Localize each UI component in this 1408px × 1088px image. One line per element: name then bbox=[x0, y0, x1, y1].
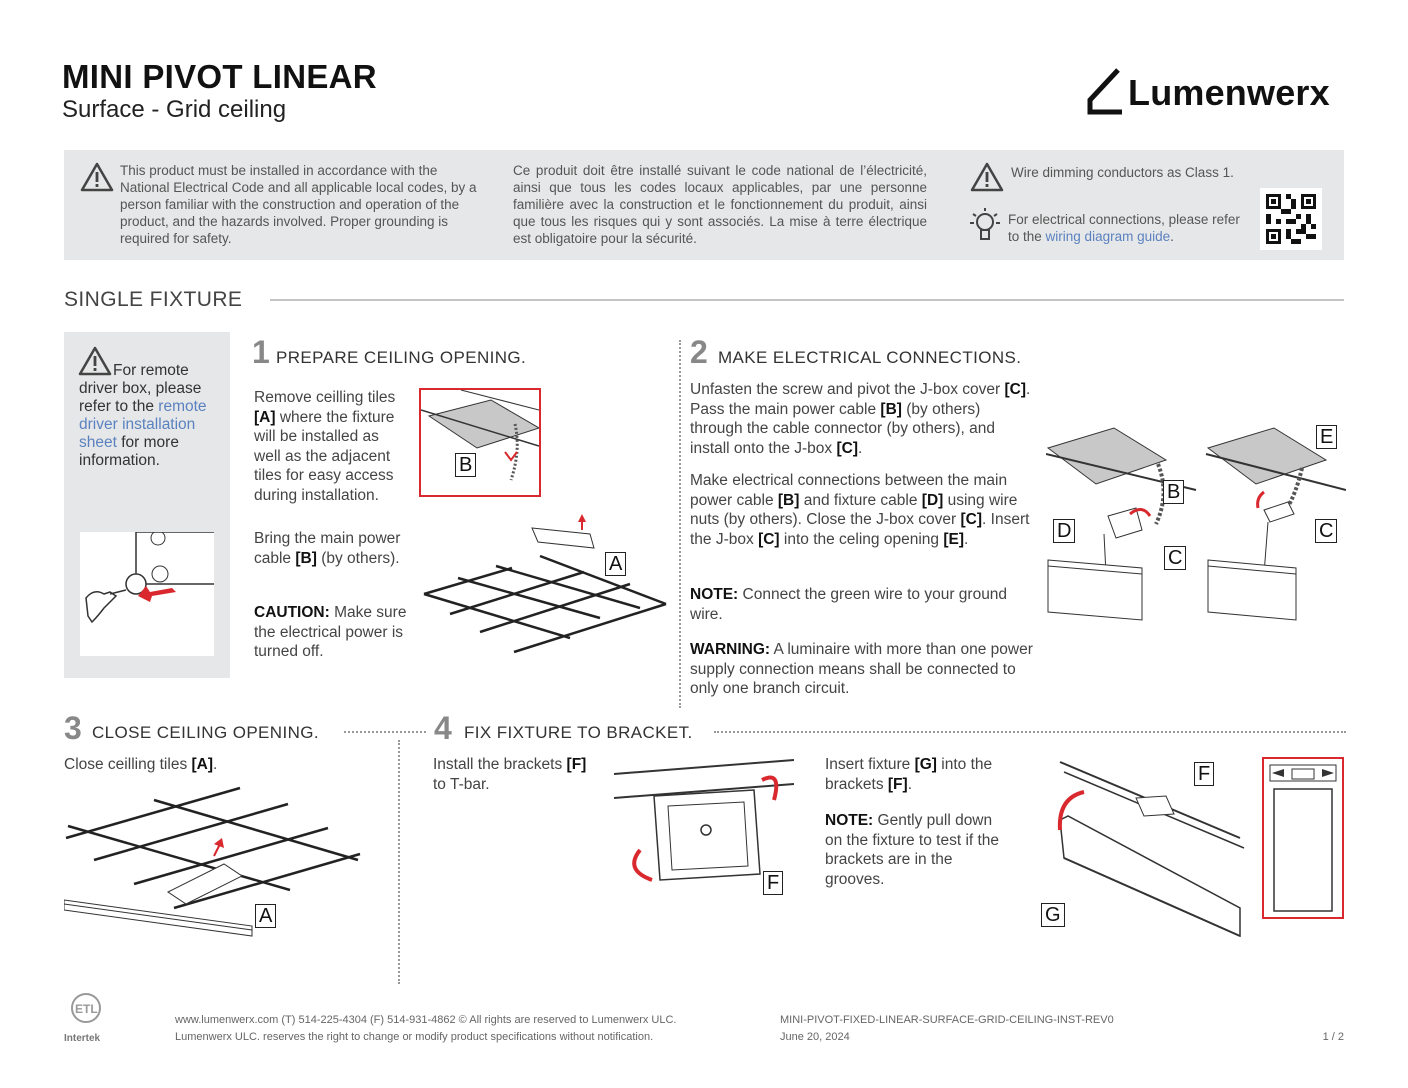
ceiling-tile-detail-drawing bbox=[420, 389, 541, 481]
note-text: Gently pull down on the fixture to test … bbox=[825, 812, 1000, 888]
close-ceiling-drawing bbox=[64, 786, 361, 937]
wiring-diagram-link[interactable]: wiring diagram guide bbox=[1045, 229, 1171, 244]
label-a: A bbox=[255, 904, 277, 928]
step-2-text-1: Unfasten the screw and pivot the J-box c… bbox=[690, 381, 1031, 457]
label-f: F bbox=[763, 871, 784, 895]
safety-notice: This product must be installed in accord… bbox=[64, 150, 1344, 260]
section-divider bbox=[270, 299, 1344, 301]
bracket-install-drawing bbox=[614, 759, 794, 882]
step-3-title: CLOSE CEILING OPENING. bbox=[92, 723, 320, 742]
note-label: NOTE: bbox=[690, 586, 739, 603]
step-4-number: 4 bbox=[434, 710, 452, 746]
step-4-note: NOTE: Gently pull down on the fixture to… bbox=[825, 811, 1005, 889]
document-date: June 20, 2024 bbox=[780, 1031, 850, 1043]
warning-icon bbox=[78, 346, 112, 376]
cert-name: Intertek bbox=[64, 1033, 101, 1044]
warning-label: WARNING: bbox=[690, 641, 771, 658]
footer-contact: www.lumenwerx.com (T) 514-225-4304 (F) 5… bbox=[175, 1014, 677, 1026]
step-3-number: 3 bbox=[64, 710, 82, 746]
label-f: F bbox=[1194, 762, 1215, 786]
step-4-text-1: Install the brackets [F] to T-bar. bbox=[433, 756, 587, 793]
document-title: MINI PIVOT LINEAR bbox=[62, 58, 377, 95]
warning-icon bbox=[970, 162, 1004, 192]
step-1-caution: CAUTION: Make sure the electrical power … bbox=[254, 603, 416, 662]
row-divider bbox=[714, 731, 1346, 733]
label-a: A bbox=[605, 552, 627, 576]
bracket-detail-drawing bbox=[1269, 764, 1337, 912]
document-subtitle: Surface - Grid ceiling bbox=[62, 96, 287, 123]
step-divider bbox=[679, 340, 681, 708]
note-label: NOTE: bbox=[825, 812, 874, 829]
dimming-note: Wire dimming conductors as Class 1. bbox=[1011, 165, 1234, 180]
caution-label: CAUTION: bbox=[254, 604, 330, 621]
step-1-text-2: Bring the main power cable [B] (by other… bbox=[254, 530, 401, 567]
wiring-tip-end: . bbox=[1170, 229, 1174, 244]
step-1-number: 1 bbox=[252, 334, 270, 370]
document-id: MINI-PIVOT-FIXED-LINEAR-SURFACE-GRID-CEI… bbox=[780, 1014, 1114, 1026]
label-g: G bbox=[1041, 903, 1065, 927]
brand-logo: Lumenwerx bbox=[1086, 68, 1348, 118]
remote-driver-pre: For remote driver box, please refer to t… bbox=[79, 362, 202, 415]
ceiling-grid-drawing bbox=[423, 514, 667, 654]
footer-legal: www.lumenwerx.com (T) 514-225-4304 (F) 5… bbox=[175, 1012, 745, 1046]
footer-doc-info: MINI-PIVOT-FIXED-LINEAR-SURFACE-GRID-CEI… bbox=[780, 1012, 1200, 1046]
step-2-note: NOTE: Connect the green wire to your gro… bbox=[690, 585, 1036, 624]
step-2-text-2: Make electrical connections between the … bbox=[690, 472, 1030, 548]
brand-name: Lumenwerx bbox=[1128, 72, 1330, 113]
remote-driver-link[interactable]: remote driver installation sheet bbox=[79, 398, 207, 451]
step-4-title: FIX FIXTURE TO BRACKET. bbox=[464, 723, 693, 742]
notice-french: Ce produit doit être installé suivant le… bbox=[513, 163, 927, 246]
lightbulb-icon bbox=[970, 208, 1000, 240]
step-2-title: MAKE ELECTRICAL CONNECTIONS. bbox=[718, 348, 1022, 367]
caution-text: Make sure the electrical power is turned… bbox=[254, 604, 407, 660]
label-c: C bbox=[1315, 519, 1338, 543]
warning-text: A luminaire with more than one power sup… bbox=[690, 641, 1033, 697]
wiring-tip: For electrical connections, please refer… bbox=[1008, 211, 1254, 245]
warning-icon bbox=[80, 162, 114, 192]
remote-driver-text: For remote driver box, please refer to t… bbox=[79, 362, 219, 470]
step-divider bbox=[398, 740, 400, 984]
step-3-text: Close ceilling tiles [A]. bbox=[64, 756, 218, 773]
row-divider bbox=[344, 731, 426, 733]
driver-box-illustration bbox=[80, 530, 217, 656]
svg-text:ETL: ETL bbox=[75, 1002, 98, 1016]
certification-mark: ETL Intertek bbox=[64, 992, 114, 1044]
notice-english: This product must be installed in accord… bbox=[120, 163, 477, 246]
step-1-title: PREPARE CEILING OPENING. bbox=[276, 348, 527, 367]
page-number: 1 / 2 bbox=[1322, 1031, 1344, 1043]
qr-code-icon bbox=[1266, 194, 1316, 244]
etl-logo-icon: ETL bbox=[71, 993, 101, 1023]
fixture-insert-drawing bbox=[1057, 761, 1245, 938]
driver-box-drawing bbox=[85, 530, 217, 624]
footer-disclaimer: Lumenwerx ULC. reserves the right to cha… bbox=[175, 1031, 654, 1043]
brand-mark-icon bbox=[1087, 68, 1122, 115]
label-b: B bbox=[1163, 480, 1185, 504]
step-1-text-1: Remove ceilling tiles [A] where the fixt… bbox=[254, 389, 396, 504]
ceiling-tile-detail bbox=[419, 388, 541, 497]
step-2-warning: WARNING: A luminaire with more than one … bbox=[690, 640, 1036, 699]
remote-driver-post: for more information. bbox=[79, 434, 179, 469]
wiring-tip-text: For electrical connections, please refer… bbox=[1008, 212, 1240, 244]
note-text: Connect the green wire to your ground wi… bbox=[690, 586, 1008, 623]
jbox-wiring-drawing bbox=[1046, 427, 1346, 621]
step-2-number: 2 bbox=[690, 334, 708, 370]
label-c: C bbox=[1164, 546, 1187, 570]
qr-code[interactable] bbox=[1260, 188, 1322, 250]
bracket-detail bbox=[1262, 757, 1344, 919]
label-b: B bbox=[455, 453, 477, 477]
step-4-text-2: Insert fixture [G] into the brackets [F]… bbox=[825, 756, 993, 793]
remote-driver-note: For remote driver box, please refer to t… bbox=[64, 332, 230, 678]
label-e: E bbox=[1316, 425, 1338, 449]
section-title: SINGLE FIXTURE bbox=[64, 288, 243, 311]
label-d: D bbox=[1053, 519, 1076, 543]
